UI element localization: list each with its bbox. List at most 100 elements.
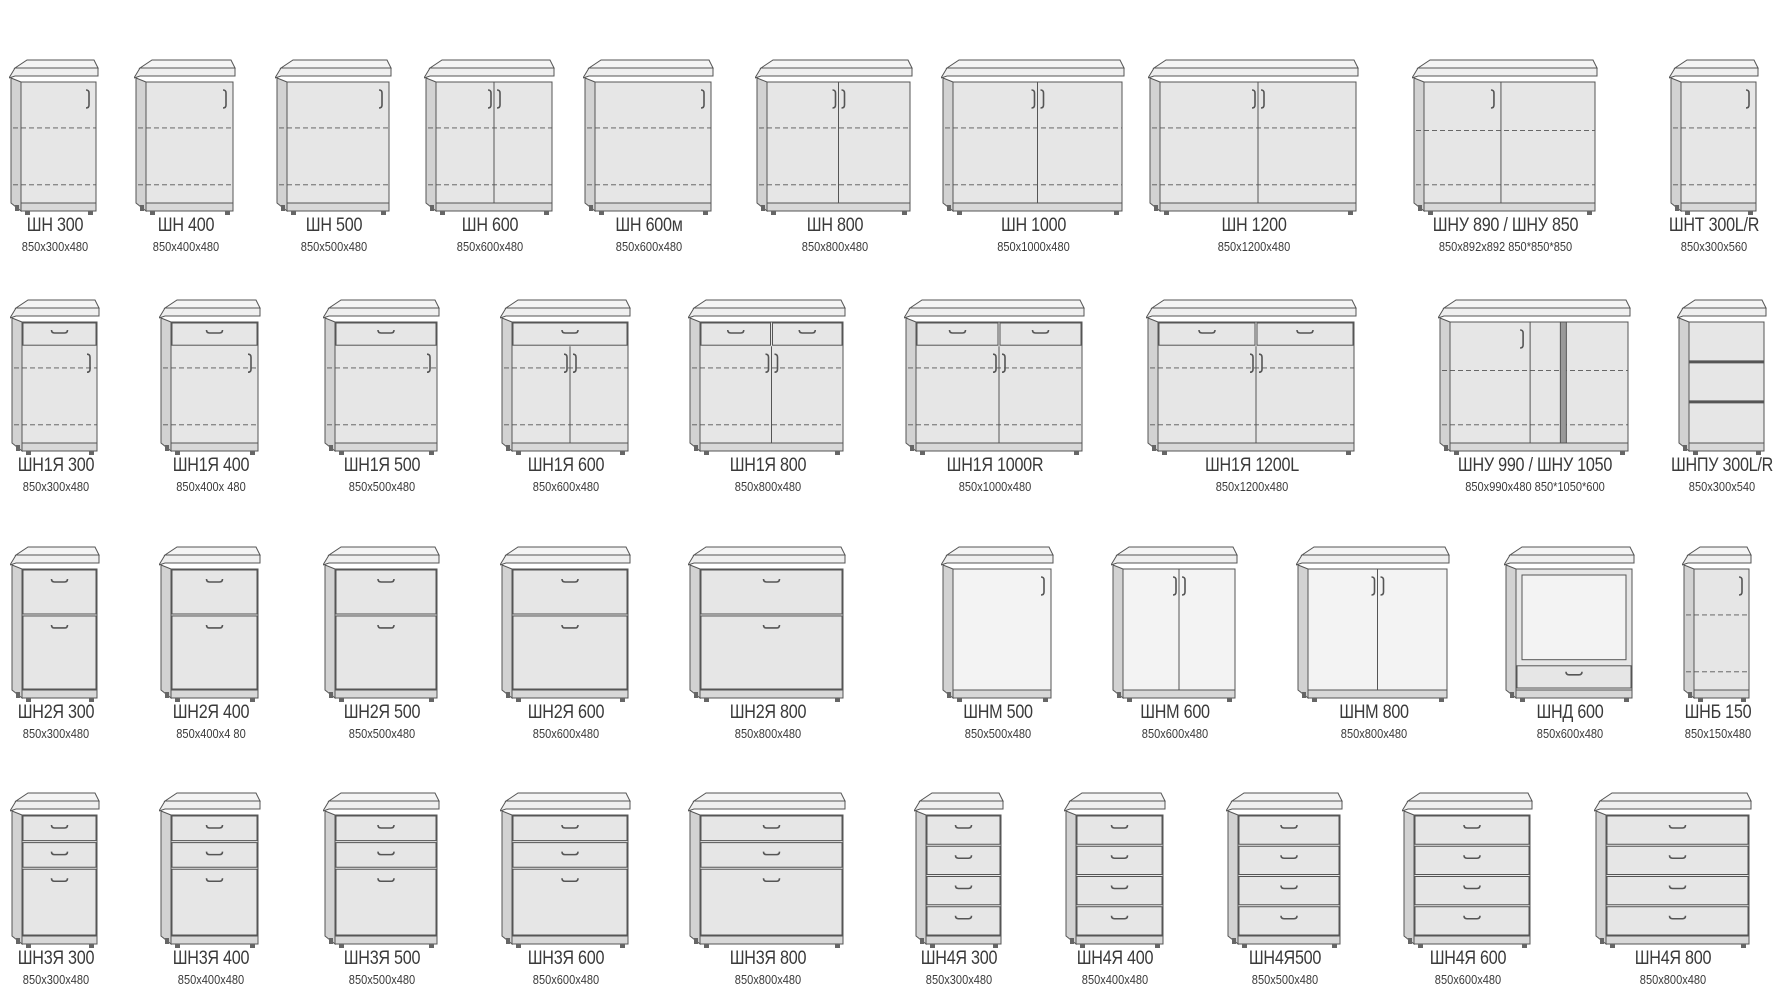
cabinet-item: ШН3Я 600 850x600x480 (481, 791, 651, 987)
cabinet-name: ШН4Я 300 (920, 948, 998, 970)
cabinet-name: ШН1Я 300 (17, 455, 95, 477)
cabinet-dimensions: 850x300x480 (21, 238, 88, 254)
cabinet-drawing (583, 59, 715, 215)
cabinet-item: ШНБ 150 850x150x480 (1633, 545, 1786, 741)
cabinet-drawing (1148, 59, 1359, 215)
cabinet-name: ШН 1200 (1221, 214, 1287, 236)
cabinet-item: ШН 800 850x800x480 (750, 58, 920, 254)
cabinet-dimensions: 850x800x480 (734, 726, 801, 742)
cabinet-drawing (10, 299, 101, 456)
cabinet-dimensions: 850x300x480 (22, 972, 89, 988)
cabinet-item: ШН4Я 800 850x800x480 (1588, 791, 1758, 987)
cabinet-name: ШНМ 500 (962, 702, 1033, 724)
cabinet-item: ШН1Я 1000R 850x1000x480 (904, 298, 1086, 494)
cabinet-drawing (159, 792, 262, 949)
cabinet-name: ШН4Я500 (1248, 948, 1322, 970)
cabinet-dimensions: 850x500x480 (348, 726, 415, 742)
cabinet-dimensions: 850x1000x480 (959, 479, 1032, 495)
cabinet-drawing (1063, 792, 1166, 949)
cabinet-name: ШН1Я 1000R (947, 455, 1044, 477)
cabinet-item: ШН3Я 300 850x300x480 (0, 791, 141, 987)
cabinet-name: ШН 800 (806, 214, 864, 236)
cabinet-item: ШН4Я 300 850x300x480 (874, 791, 1044, 987)
cabinet-item: ШНУ 890 / ШНУ 850 850x892x892 850*850*85… (1412, 58, 1599, 254)
cabinet-dimensions: 850x800x480 (734, 479, 801, 495)
cabinet-item: ШН 1000 850x1000x480 (940, 58, 1126, 254)
cabinet-dimensions: 850x300x560 (1680, 238, 1748, 254)
cabinet-drawing (904, 299, 1086, 456)
cabinet-name: ШН1Я 500 (343, 455, 420, 477)
cabinet-name: ШНБ 150 (1684, 702, 1751, 724)
cabinet-dimensions: 850x150x480 (1684, 726, 1751, 742)
cabinet-name: ШН2Я 400 (172, 702, 249, 724)
cabinet-dimensions: 850x892x892 850*850*850 (1439, 238, 1573, 254)
cabinet-drawing (940, 546, 1054, 703)
cabinet-item: ШНД 600 850x600x480 (1485, 545, 1655, 741)
cabinet-dimensions: 850x400x480 (152, 238, 219, 254)
cabinet-drawing (9, 59, 99, 215)
cabinet-drawing (1682, 546, 1752, 703)
cabinet-dimensions: 850x300x480 (22, 479, 89, 495)
cabinet-item: ШН4Я 400 850x400x480 (1030, 791, 1200, 987)
cabinet-item: ШН1Я 800 850x800x480 (683, 298, 853, 494)
cabinet-item: ШН 600 850x600x480 (405, 58, 575, 254)
cabinet-drawing (688, 792, 846, 949)
cabinet-item: ШН3Я 500 850x500x480 (297, 791, 467, 987)
cabinet-drawing (755, 59, 914, 215)
cabinet-drawing (10, 792, 101, 949)
cabinet-name: ШН 400 (157, 214, 214, 236)
cabinet-item: ШН1Я 300 850x300x480 (0, 298, 141, 494)
cabinet-drawing (1412, 59, 1599, 215)
cabinet-drawing (322, 299, 440, 456)
cabinet-name: ШНМ 800 (1338, 702, 1409, 724)
cabinet-drawing (10, 546, 101, 703)
cabinet-dimensions: 850x500x480 (348, 972, 415, 988)
cabinet-name: ШН2Я 300 (17, 702, 95, 724)
cabinet-dimensions: 850x300x540 (1688, 479, 1756, 495)
cabinet-dimensions: 850x500x480 (964, 726, 1031, 742)
cabinet-name: ШН4Я 400 (1076, 948, 1154, 970)
cabinet-item: ШН4Я500 850x500x480 (1200, 791, 1370, 987)
cabinet-drawing (688, 299, 846, 456)
cabinet-item: ШНМ 800 850x800x480 (1289, 545, 1459, 741)
cabinet-item: ШНТ 300L/R 850x300x560 (1629, 58, 1786, 254)
cabinet-dimensions: 850x400x480 (177, 972, 244, 988)
cabinet-dimensions: 850x600x480 (1142, 726, 1209, 742)
cabinet-dimensions: 850x600x480 (456, 238, 523, 254)
cabinet-dimensions: 850x400x480 (1081, 972, 1149, 988)
cabinet-drawing (1676, 299, 1767, 456)
cabinet-name: ШН4Я 800 (1634, 948, 1712, 970)
cabinet-name: ШН 600м (615, 214, 683, 236)
cabinet-item: ШН3Я 800 850x800x480 (683, 791, 853, 987)
cabinet-name: ШН 1000 (1000, 214, 1066, 236)
cabinet-name: ШН 500 (305, 214, 363, 236)
cabinet-drawing (322, 546, 440, 703)
cabinet-dimensions: 850x600x480 (1434, 972, 1502, 988)
cabinet-name: ШН3Я 400 (172, 948, 249, 970)
cabinet-drawing (159, 546, 262, 703)
cabinet-item: ШН2Я 300 850x300x480 (0, 545, 141, 741)
cabinet-drawing (1145, 299, 1357, 456)
cabinet-name: ШН2Я 500 (343, 702, 420, 724)
cabinet-drawing (1668, 59, 1759, 215)
cabinet-item: ШН4Я 600 850x600x480 (1383, 791, 1553, 987)
cabinet-drawing (1225, 792, 1343, 949)
cabinet-drawing (322, 792, 440, 949)
cabinet-item: ШНМ 600 850x600x480 (1090, 545, 1260, 741)
cabinet-dimensions: 850x400x4 80 (175, 726, 246, 742)
cabinet-drawing (1111, 546, 1239, 703)
cabinet-dimensions: 850x800x480 (734, 972, 801, 988)
cabinet-drawing (500, 546, 631, 703)
cabinet-item: ШН 300 850x300x480 (0, 58, 140, 254)
cabinet-name: ШН1Я 1200L (1204, 455, 1299, 477)
cabinet-name: ШНУ 890 / ШНУ 850 (1433, 214, 1579, 236)
cabinet-dimensions: 850x1000x480 (996, 238, 1070, 254)
cabinet-dimensions: 850x600x480 (532, 726, 600, 742)
cabinet-drawing (1593, 792, 1752, 949)
cabinet-name: ШН3Я 500 (343, 948, 420, 970)
cabinet-item: ШН 1200 850x1200x480 (1148, 58, 1360, 254)
cabinet-name: ШН 300 (26, 214, 83, 236)
cabinet-dimensions: 850x800x480 (1340, 726, 1407, 742)
cabinet-dimensions: 850x800x480 (1639, 972, 1707, 988)
cabinet-name: ШНУ 990 / ШНУ 1050 (1458, 455, 1613, 477)
